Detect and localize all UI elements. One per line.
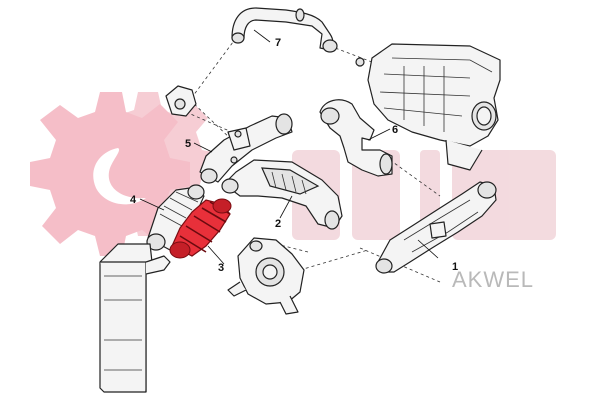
- intercooler: [99, 243, 171, 393]
- part-1-intake-pipe: [375, 181, 497, 274]
- callout-2: 2: [275, 218, 281, 230]
- part-3-highlighted-hose: [169, 198, 232, 259]
- callout-1: 1: [452, 261, 458, 273]
- callout-3: 3: [218, 262, 224, 274]
- intake-manifold: [355, 43, 501, 171]
- callout-5: 5: [185, 138, 191, 150]
- part-7-upper-hose: [231, 7, 338, 53]
- part-5-rigid-pipe: [199, 113, 293, 184]
- pressure-sensor: [165, 85, 197, 117]
- turbocharger: [227, 237, 305, 315]
- part-6-elbow-pipe: [319, 99, 393, 177]
- leader-lines: [139, 29, 439, 265]
- callout-6: 6: [392, 124, 398, 136]
- brand-name: AKWEL: [452, 267, 534, 292]
- callout-7: 7: [275, 37, 281, 49]
- part-2-outlet-pipe: [221, 159, 343, 230]
- callout-labels: 7 6 5 4 2 3 1: [130, 37, 458, 274]
- gear-icon: [30, 92, 190, 256]
- part-4-rubber-hose: [146, 184, 205, 251]
- callout-4: 4: [130, 194, 137, 206]
